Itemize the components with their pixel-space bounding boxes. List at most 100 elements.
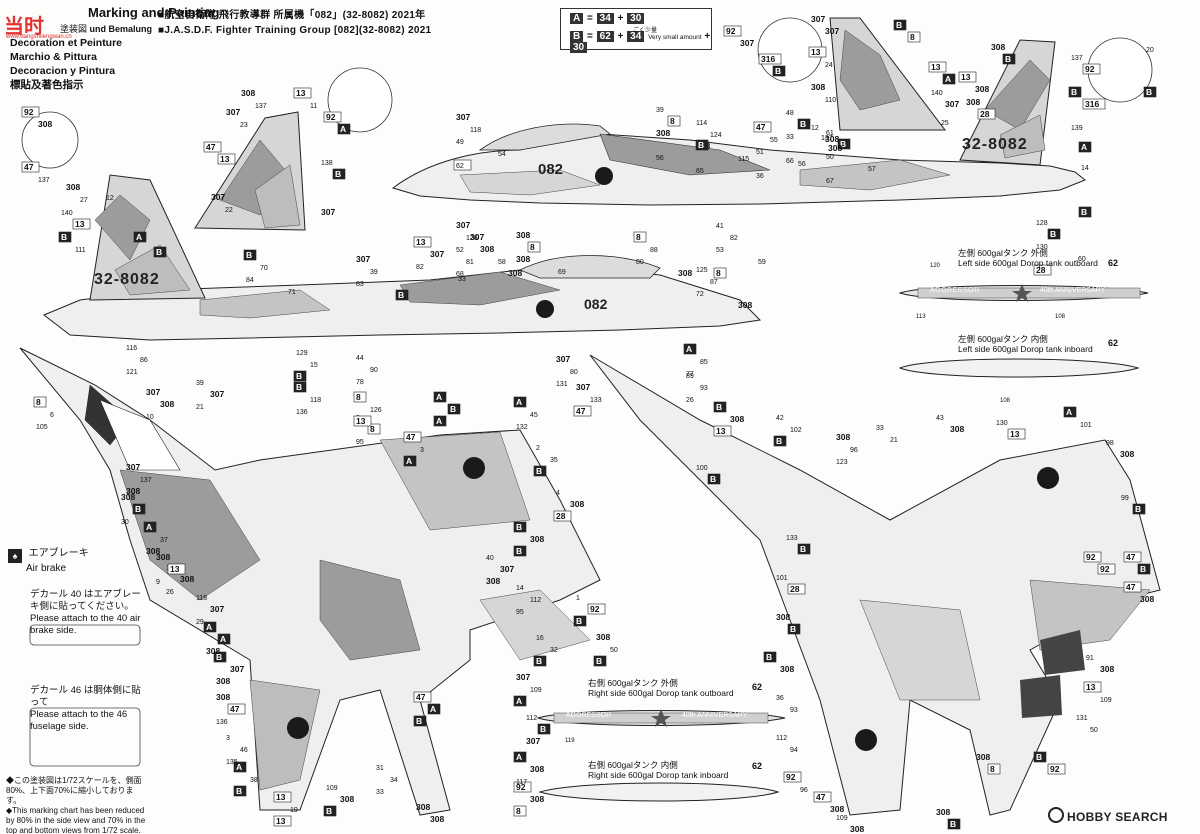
callout-number: 45	[530, 412, 538, 419]
callout-number: 13	[276, 792, 286, 802]
callout-number: 308	[516, 254, 530, 264]
title-english: Marking and Painting	[88, 5, 220, 20]
callout-number: 85	[700, 359, 708, 366]
callout-box	[987, 763, 1001, 775]
callout-number: 307	[526, 736, 540, 746]
callout-number: 59	[758, 259, 766, 266]
callout-box	[33, 396, 47, 408]
callout-box	[527, 241, 541, 253]
callout-box	[213, 651, 227, 663]
callout-number: 308	[530, 764, 544, 774]
tank-stars	[651, 284, 1032, 727]
callout-number: 21	[890, 437, 898, 444]
callout-number: 111	[75, 247, 86, 254]
callout-number: 129	[296, 350, 308, 357]
callout-number: B	[800, 544, 806, 554]
callout-number: 112	[776, 735, 787, 742]
callout-number: B	[326, 806, 332, 816]
callout-number: B	[516, 522, 522, 532]
callout-box	[332, 168, 346, 180]
callout-number: 308	[160, 399, 174, 409]
watermark-logo: 当时	[4, 16, 44, 38]
callout-number: 89	[686, 373, 694, 380]
tank-num-113: 113	[916, 314, 926, 320]
brand-mark-icon	[1048, 807, 1064, 823]
callout-box	[593, 655, 607, 667]
callout-number: A	[945, 74, 951, 84]
tank-num-108b: 108	[1000, 398, 1011, 404]
callout-number: 308	[850, 824, 864, 834]
tank-left-outboard-label: 左側 600galタンク 外側 Left side 600gal Dorop t…	[958, 248, 1098, 268]
callout-number: 92	[590, 604, 600, 614]
callout-box	[1078, 141, 1092, 153]
callout-number: 42	[776, 415, 784, 422]
callout-number: 33	[376, 789, 384, 796]
callout-number: A	[516, 752, 522, 762]
callout-number: A	[516, 696, 522, 706]
callout-number: 46	[240, 747, 248, 754]
callout-number: 86	[140, 357, 148, 364]
nose-number-right: 082	[538, 161, 564, 178]
callout-number: B	[776, 436, 782, 446]
callout-number: 308	[950, 424, 964, 434]
callout-box	[293, 370, 307, 382]
scale-footnote: ◆この塗装図は1/72スケールを、側面80%、上下面70%に縮小しております。 …	[6, 776, 146, 834]
callout-box	[513, 545, 527, 557]
callout-number: B	[516, 546, 522, 556]
callout-number: 50	[610, 647, 618, 654]
callout-number: 82	[416, 264, 424, 271]
callout-number: 26	[686, 397, 694, 404]
callout-number: 139	[1071, 125, 1083, 132]
callout-number: B	[840, 139, 846, 149]
brand-logo: HOBBY SEARCH	[1048, 807, 1168, 824]
callout-number: A	[146, 522, 152, 532]
callout-number: 8	[530, 242, 535, 252]
callout-number: B	[1005, 54, 1011, 64]
callout-number: B	[1036, 752, 1042, 762]
callout-number: 109	[326, 785, 338, 792]
callout-number: 308	[596, 632, 610, 642]
callout-number: 308	[121, 492, 135, 502]
callout-number: 308	[830, 804, 844, 814]
callout-number: B	[296, 382, 302, 392]
tank-left-band-text: AGGRESSOR	[930, 287, 980, 294]
callout-number: 130	[996, 420, 1008, 427]
callout-number: 24	[825, 62, 833, 69]
callout-number: 50	[826, 154, 834, 161]
callout-number: 71	[288, 289, 296, 296]
callout-box	[433, 391, 447, 403]
callout-number: 48	[786, 110, 794, 117]
callout-number: 28	[556, 511, 566, 521]
callout-box	[233, 761, 247, 773]
callout-number: 6	[50, 412, 54, 419]
callout-number: 307	[226, 107, 240, 117]
callout-box	[753, 121, 772, 133]
callout-number: 13	[716, 426, 726, 436]
callout-number: B	[335, 169, 341, 179]
callout-number: 112	[526, 715, 537, 722]
callout-number: 117	[516, 779, 527, 786]
callout-box	[1002, 53, 1016, 65]
callout-number: 8	[516, 806, 521, 816]
callout-number: 307	[556, 354, 570, 364]
callout-box	[227, 703, 246, 715]
callout-number: 137	[140, 477, 152, 484]
callout-number: 8	[356, 392, 361, 402]
callout-number: 308	[486, 576, 500, 586]
callout-number: A	[430, 704, 436, 714]
callout-box	[573, 615, 587, 627]
callout-number: 78	[356, 379, 364, 386]
callout-number: 35	[550, 457, 558, 464]
title-german: und Bemalung	[89, 24, 153, 34]
callout-number: 308	[776, 612, 790, 622]
callout-number: 28	[980, 109, 990, 119]
callout-number: 307	[516, 672, 530, 682]
callout-number: 308	[516, 230, 530, 240]
callout-box	[367, 423, 381, 435]
callout-number: B	[1140, 564, 1146, 574]
callout-box	[403, 431, 422, 443]
callout-number: 25	[941, 120, 949, 127]
callout-number: 41	[716, 223, 724, 230]
callout-number: 308	[828, 143, 842, 153]
